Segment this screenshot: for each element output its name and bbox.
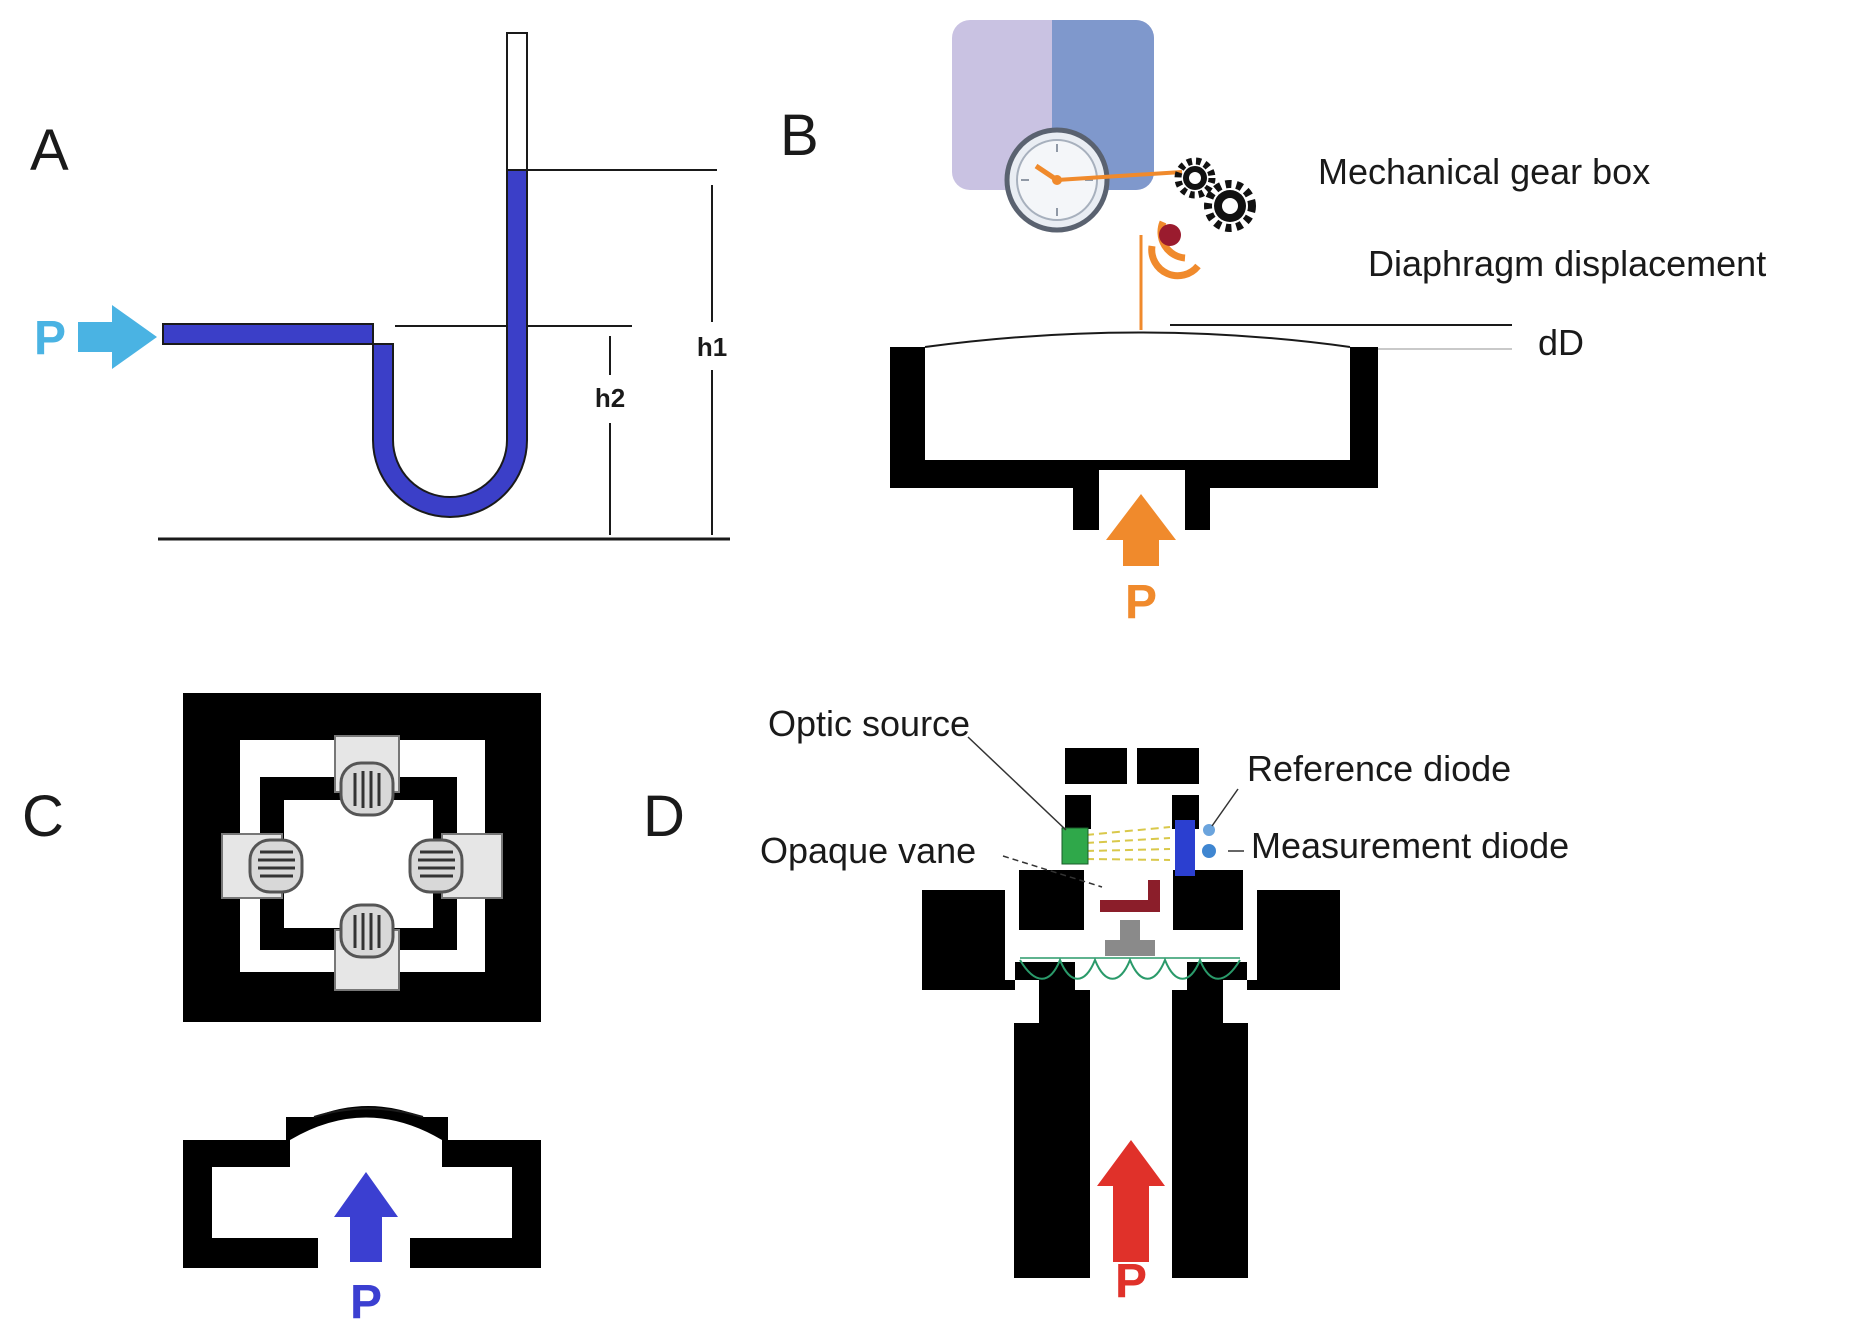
gear-small-icon — [1174, 157, 1216, 199]
h1-label-bg — [690, 322, 734, 370]
displacement-arc-bottom — [1148, 245, 1201, 280]
diaphragm — [924, 331, 1351, 348]
shoulder-left — [1019, 870, 1084, 930]
left-post — [1065, 795, 1091, 829]
shoulder-right — [1173, 870, 1243, 930]
pressure-arrow-a — [78, 305, 157, 369]
panel-c: C P — [22, 693, 541, 1329]
manometer-open-tube — [506, 32, 528, 174]
h2-label: h2 — [595, 383, 625, 413]
optic-source — [1061, 827, 1089, 865]
manometer-fluid — [162, 169, 528, 518]
panel-c-letter: C — [22, 784, 64, 849]
strain-gauge-right — [408, 833, 503, 899]
diaphragm-displacement-label: Diaphragm displacement — [1368, 243, 1766, 284]
light-beam — [1085, 826, 1171, 861]
displacement-arc-left — [1157, 220, 1186, 262]
reference-diode-leader — [1211, 788, 1239, 827]
vane-stem — [1120, 920, 1140, 944]
strain-gauge-bottom — [334, 903, 400, 991]
diaphragm-housing — [890, 347, 1378, 530]
vane-base — [1105, 940, 1155, 956]
panel-b-letter: B — [780, 103, 819, 168]
top-block-right — [1137, 748, 1199, 784]
opaque-vane-label: Opaque vane — [760, 830, 976, 871]
dial-ticks — [1021, 144, 1093, 216]
optic-source-leader — [967, 736, 1067, 831]
measurement-diode — [1202, 844, 1216, 858]
strain-gauge-left — [221, 833, 304, 899]
reference-diode-label: Reference diode — [1247, 748, 1511, 789]
opaque-vane-leader — [1002, 855, 1103, 888]
gear-box-label: Mechanical gear box — [1318, 151, 1650, 192]
c-housing-outline — [183, 1106, 541, 1268]
dD-label: dD — [1538, 322, 1584, 363]
panel-d-letter: D — [643, 784, 685, 849]
pressure-label-c: P — [350, 1276, 382, 1329]
top-block-left — [1065, 748, 1127, 784]
corrugated-membrane — [1019, 957, 1241, 980]
h2-label-bg — [588, 375, 632, 423]
panel-b: B Mec — [780, 20, 1766, 629]
c-diaphragm — [313, 1107, 424, 1118]
opaque-vane-upright — [1148, 880, 1160, 912]
pressure-label-a: P — [34, 312, 66, 365]
body-right — [1172, 890, 1340, 1278]
gear-large-icon — [1204, 180, 1256, 232]
bridge-outer-frame — [183, 693, 541, 1022]
h1-label: h1 — [697, 332, 727, 362]
panel-a-letter: A — [30, 118, 69, 183]
panel-a: A h1 h2 P — [30, 32, 734, 541]
pressure-arrow-c — [334, 1172, 398, 1262]
body-left — [922, 890, 1090, 1278]
pressure-arrow-b — [1106, 494, 1176, 566]
reference-diode — [1203, 824, 1215, 836]
pressure-label-d: P — [1115, 1255, 1147, 1308]
gear-linkage — [1056, 170, 1183, 182]
displacement-pivot — [1159, 224, 1181, 246]
diode-bar — [1175, 820, 1195, 876]
pressure-label-b: P — [1125, 576, 1157, 629]
measurement-diode-label: Measurement diode — [1251, 825, 1569, 866]
pressure-arrow-d — [1097, 1140, 1165, 1262]
bridge-inner-frame — [260, 777, 457, 950]
optic-source-label: Optic source — [768, 703, 970, 744]
strain-gauge-top — [334, 735, 400, 817]
panel-d: D — [643, 703, 1569, 1308]
opaque-vane — [1100, 900, 1158, 912]
